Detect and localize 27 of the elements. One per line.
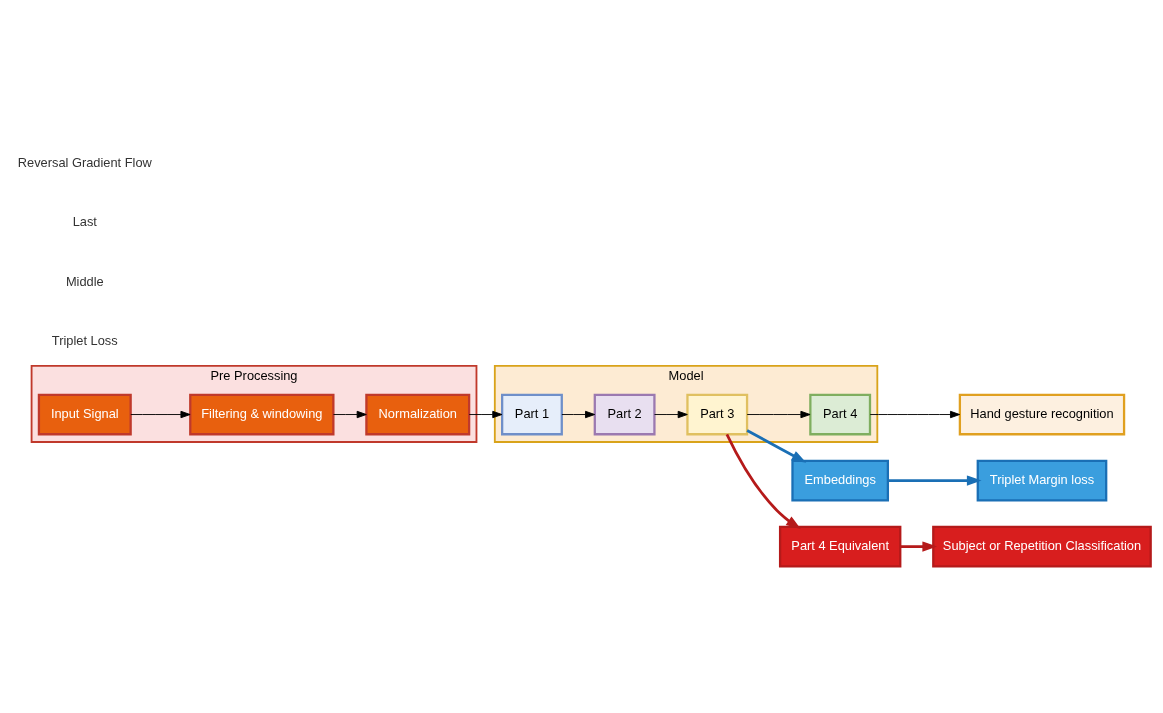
label: Reversal Gradient Flow bbox=[17, 154, 152, 170]
node-box: Triplet Margin loss bbox=[976, 459, 1108, 502]
node-box: Subject or Repetition Classification bbox=[932, 525, 1152, 568]
arrow bbox=[130, 410, 191, 419]
node-box: Normalization bbox=[365, 393, 471, 436]
arrow bbox=[468, 410, 503, 419]
arrow bbox=[746, 429, 807, 463]
arrow bbox=[333, 410, 367, 419]
label: Middle bbox=[65, 273, 104, 289]
arrow bbox=[654, 410, 688, 419]
arrow bbox=[900, 541, 938, 552]
node-box: Part 2 bbox=[593, 393, 656, 436]
node-box: Part 4 bbox=[809, 393, 872, 436]
node-box: Filtering & windowing bbox=[189, 393, 335, 436]
node-box: Part 4 Equivalent bbox=[778, 525, 902, 568]
arrow bbox=[888, 475, 982, 486]
node-box: Embeddings bbox=[791, 459, 890, 502]
arrow bbox=[725, 433, 801, 530]
node-box: Input Signal bbox=[37, 393, 132, 436]
label: Triplet Loss bbox=[51, 333, 118, 349]
arrow bbox=[561, 410, 596, 419]
arrow bbox=[869, 410, 961, 419]
node-box: Part 1 bbox=[501, 393, 563, 436]
arrow bbox=[746, 410, 811, 419]
node-box: Hand gesture recognition bbox=[958, 393, 1126, 436]
label: Last bbox=[72, 214, 97, 230]
node-box: Part 3 bbox=[686, 393, 749, 436]
